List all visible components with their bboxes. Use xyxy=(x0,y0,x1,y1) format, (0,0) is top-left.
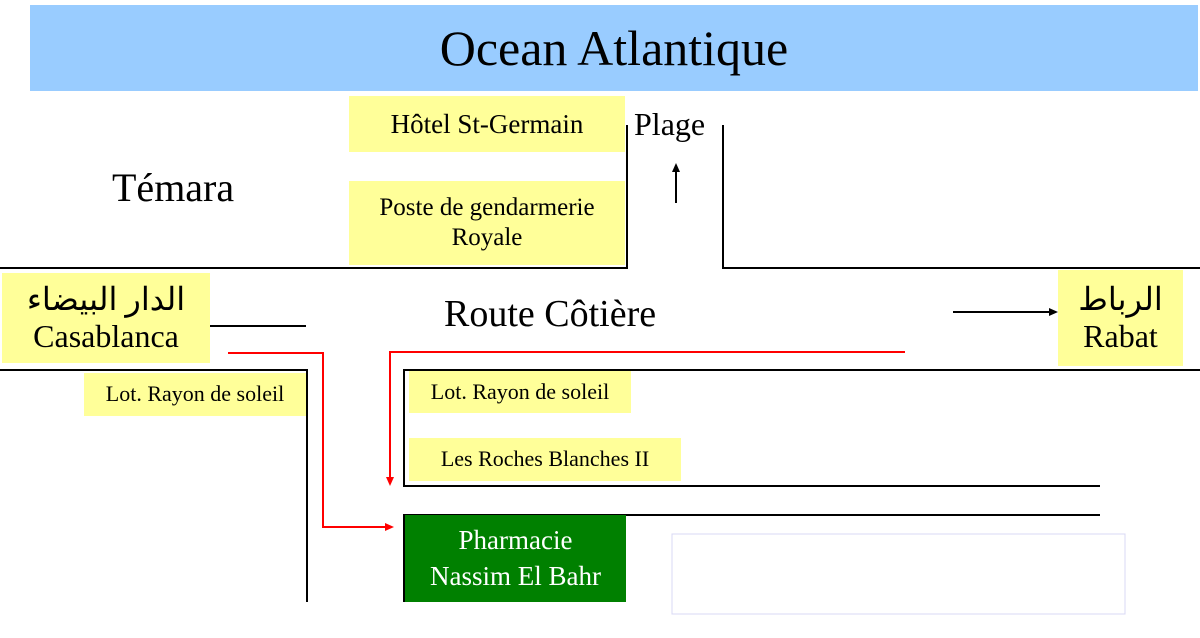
road-edge-bottom-right xyxy=(403,369,1200,487)
pharmacy-text-2: Nassim El Bahr xyxy=(430,560,601,591)
road-edge-bottom-left xyxy=(0,369,308,602)
roches-label: Les Roches Blanches II xyxy=(409,438,681,481)
ocean-title: Ocean Atlantique xyxy=(439,20,789,76)
plage-label: Plage xyxy=(634,106,706,142)
gendarmerie-label: Poste de gendarmerie Royale xyxy=(349,181,625,265)
ocean-banner: Ocean Atlantique xyxy=(30,5,1198,91)
temara-label: Témara xyxy=(112,165,235,210)
lot-left-text: Lot. Rayon de soleil xyxy=(105,381,285,407)
casablanca-label: الدار البيضاء Casablanca xyxy=(2,273,210,363)
casablanca-text: Casablanca xyxy=(33,318,179,354)
hotel-label: Hôtel St-Germain xyxy=(349,96,625,152)
road-label: Route Côtière xyxy=(444,293,657,335)
gendarmerie-text-2: Royale xyxy=(451,224,523,251)
side-street-edge xyxy=(403,514,1100,602)
route-arrowhead-down xyxy=(386,477,394,486)
casablanca-arabic: الدار البيضاء xyxy=(26,281,186,318)
route-from-casablanca xyxy=(228,352,386,528)
gendarmerie-text-1: Poste de gendarmerie xyxy=(379,194,595,221)
rabat-arabic: الرباط xyxy=(1078,281,1163,318)
lot-right-label: Lot. Rayon de soleil xyxy=(409,371,631,413)
lot-left-label: Lot. Rayon de soleil xyxy=(84,373,306,416)
rabat-label: الرباط Rabat xyxy=(1058,270,1183,366)
hotel-text: Hôtel St-Germain xyxy=(390,108,584,139)
roches-text: Les Roches Blanches II xyxy=(440,446,650,472)
road-edge-top-left xyxy=(0,125,628,269)
pharmacy-text-1: Pharmacie xyxy=(458,525,573,556)
rabat-text: Rabat xyxy=(1083,318,1158,354)
route-arrowhead-right xyxy=(385,523,394,531)
empty-plot xyxy=(671,533,1126,615)
route-from-rabat xyxy=(389,351,905,478)
plage-arrowhead xyxy=(672,163,680,172)
rabat-arrowhead xyxy=(1049,308,1058,316)
pharmacy-marker: Pharmacie Nassim El Bahr xyxy=(405,515,626,602)
lot-right-text: Lot. Rayon de soleil xyxy=(430,378,610,404)
road-edge-top-right xyxy=(722,125,1200,269)
